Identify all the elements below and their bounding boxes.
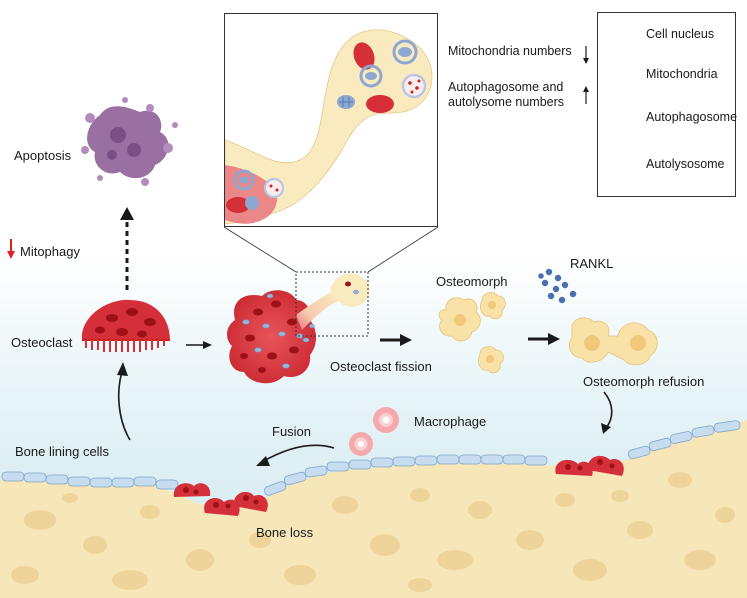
label-osteomorph: Osteomorph (436, 274, 508, 289)
label-mitophagy: Mitophagy (20, 244, 80, 259)
inset-illustration (224, 14, 437, 226)
mitophagy-arrow-head (7, 251, 15, 259)
label-osteoclast-fission: Osteoclast fission (330, 359, 432, 374)
legend-box (597, 12, 736, 197)
bone-lining-cells (1, 420, 741, 496)
label-osteomorph-refusion: Osteomorph refusion (583, 374, 705, 389)
autophagosome-note-line1: Autophagosome and (448, 80, 564, 94)
osteoclast-cell (81, 299, 170, 352)
label-fusion: Fusion (272, 424, 312, 439)
label-bone-loss: Bone loss (256, 525, 314, 540)
fusion-arrow (261, 444, 335, 463)
resorbing-osteoclasts-right (555, 455, 624, 476)
zoom-line-right (367, 226, 439, 273)
zoom-line-left (223, 226, 297, 273)
zoom-inset (224, 13, 438, 227)
resorbing-osteoclasts-left (173, 483, 268, 516)
curved-arrow-up (117, 371, 131, 441)
label-apoptosis: Apoptosis (14, 148, 72, 163)
legend-label-autophagosome: Autophagosome (646, 110, 738, 124)
bone-matrix (0, 420, 747, 598)
rankl-molecules (538, 268, 577, 304)
osteomorph-cells (438, 292, 506, 374)
fissioning-osteoclast (226, 273, 370, 384)
legend-label-autolysosome: Autolysosome (646, 157, 725, 171)
curved-arrow-down (603, 391, 613, 429)
label-osteoclast: Osteoclast (11, 335, 73, 350)
label-rankl: RANKL (570, 256, 614, 271)
refusing-osteomorphs (568, 317, 658, 366)
apoptotic-cell (81, 97, 178, 186)
autophagosome-note-line2: autolysome numbers (448, 95, 565, 109)
dashed-arrow-head (120, 207, 134, 220)
label-bone-lining-cells: Bone lining cells (15, 444, 109, 459)
legend-label-mitochondria: Mitochondria (646, 67, 718, 81)
label-macrophage: Macrophage (414, 414, 487, 429)
macrophage-cells (349, 407, 399, 456)
mitochondria-numbers-note: Mitochondria numbers (448, 44, 572, 58)
legend-label-nucleus: Cell nucleus (646, 27, 715, 41)
zoom-region (295, 271, 369, 337)
